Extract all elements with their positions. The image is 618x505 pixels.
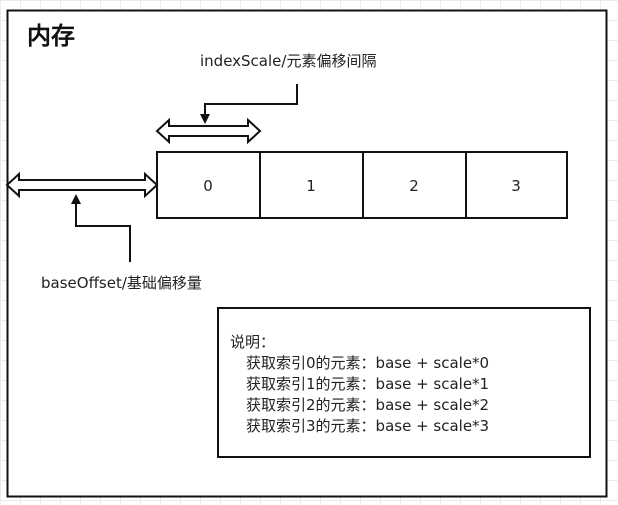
array-cell-2-label: 2	[409, 177, 419, 195]
note-heading: 说明：	[230, 333, 275, 351]
array-cell-1-label: 1	[306, 177, 316, 195]
index-scale-double-arrow	[155, 117, 262, 145]
note-line-0: 获取索引0的元素：base + scale*0	[246, 354, 489, 372]
base-offset-leader-arrowhead	[71, 194, 81, 204]
base-offset-double-arrow	[5, 171, 159, 199]
note-line-3: 获取索引3的元素：base + scale*3	[246, 417, 489, 435]
array-cell-0-label: 0	[203, 177, 213, 195]
array-cells: 0 1 2 3	[156, 151, 568, 219]
index-scale-leader-line	[204, 84, 298, 116]
note-box	[217, 307, 591, 458]
base-offset-leader-line	[75, 202, 131, 262]
note-line-2: 获取索引2的元素：base + scale*2	[246, 396, 489, 414]
note-line-1: 获取索引1的元素：base + scale*1	[246, 375, 489, 393]
index-scale-label: indexScale/元素偏移间隔	[200, 52, 376, 70]
array-cell-1	[259, 151, 364, 219]
base-offset-label: baseOffset/基础偏移量	[41, 274, 202, 292]
index-scale-leader-arrowhead	[200, 114, 210, 124]
array-cell-3	[465, 151, 568, 219]
array-cell-3-label: 3	[511, 177, 521, 195]
memory-title: 内存	[27, 22, 75, 50]
array-cell-0	[156, 151, 261, 219]
